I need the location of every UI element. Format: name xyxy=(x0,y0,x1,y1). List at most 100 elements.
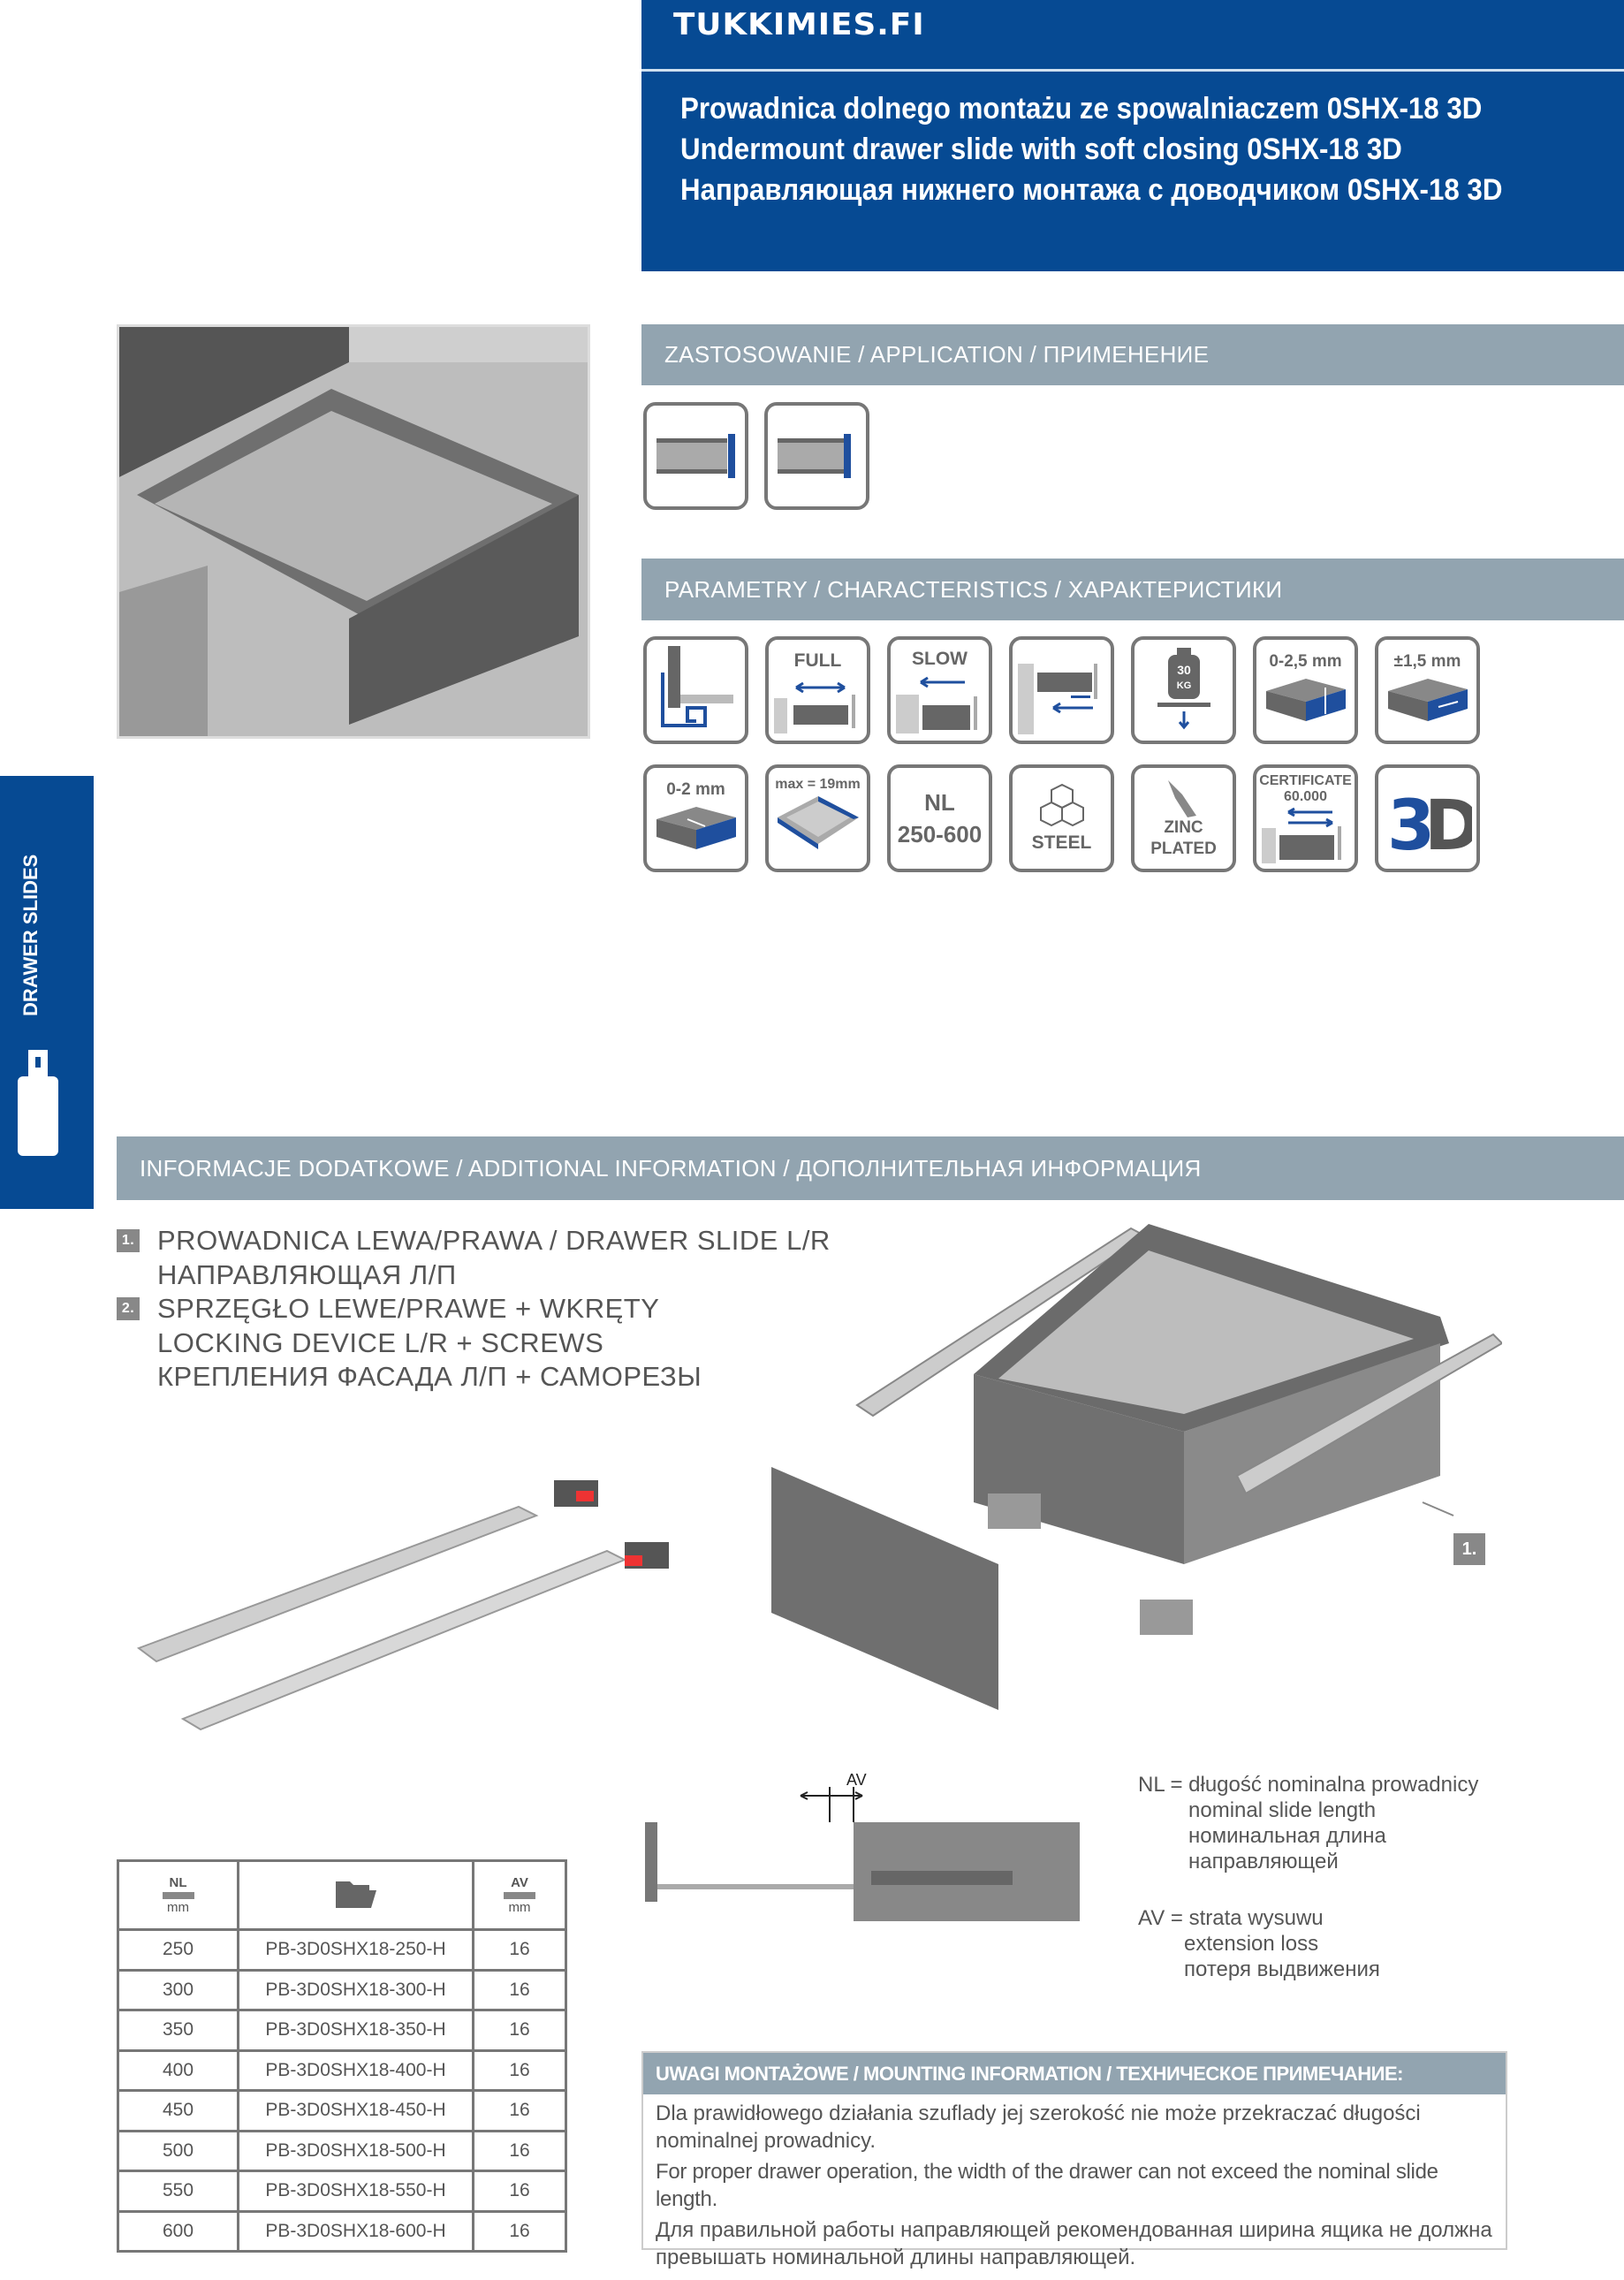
depth-adjust-label: 0-2 mm xyxy=(666,780,725,799)
list-item: 1. PROWADNICA LEWA/PRAWA / DRAWER SLIDE L… xyxy=(117,1224,831,1258)
drawer-slides-icon xyxy=(18,1050,58,1156)
av-header-label: AV xyxy=(511,1874,528,1890)
undermount-icon xyxy=(643,636,748,744)
slow-label: SLOW xyxy=(912,649,968,669)
code-header xyxy=(237,1859,474,1931)
additional-info-bar: INFORMACJE DODATKOWE / ADDITIONAL INFORM… xyxy=(117,1136,1624,1200)
legend-line: NL = długość nominalna prowadnicy xyxy=(1138,1773,1479,1797)
additional-title: INFORMACJE DODATKOWE / ADDITIONAL INFORM… xyxy=(140,1154,1202,1182)
brand-logo[interactable]: TUKKIMIES.FI xyxy=(673,7,925,42)
av-diagram-label: AV xyxy=(846,1771,867,1789)
application-title: ZASTOSOWANIE / APPLICATION / ПРИМЕНЕНИЕ xyxy=(664,341,1210,368)
certificate-label: CERTIFICATE xyxy=(1259,773,1352,788)
mounting-title: UWAGI MONTAŻOWE / MOUNTING INFORMATION /… xyxy=(643,2053,1506,2094)
mounting-text-en: For proper drawer operation, the width o… xyxy=(656,2160,1438,2211)
legend-line: nominal slide length xyxy=(1188,1798,1377,1822)
mounting-text-ru: Для правильной работы направляющей реком… xyxy=(656,2218,1492,2269)
mounting-info-box: UWAGI MONTAŻOWE / MOUNTING INFORMATION /… xyxy=(641,2051,1507,2269)
legend-line: номинальная длина xyxy=(1188,1824,1386,1848)
av-legend: AV = strata wysuwu extension loss потеря… xyxy=(1138,1905,1380,1982)
nominal-length-icon: NL 250-600 xyxy=(887,764,992,872)
nl-cell: 300 xyxy=(117,1968,239,2011)
steel-icon: STEEL xyxy=(1009,764,1114,872)
components-list: 1. PROWADNICA LEWA/PRAWA / DRAWER SLIDE L… xyxy=(117,1224,831,1395)
depth-adjust-icon: 0-2 mm xyxy=(643,764,748,872)
svg-text:D: D xyxy=(1424,787,1472,858)
steel-label: STEEL xyxy=(1031,832,1092,853)
ruler-icon xyxy=(162,1891,194,1899)
item-number-badge: 2. xyxy=(117,1297,140,1321)
divider xyxy=(641,69,1624,72)
nl-label: NL xyxy=(924,789,955,816)
side-thickness-label: max = 19mm xyxy=(775,777,861,792)
3d-icon: 3D xyxy=(1375,764,1480,872)
ruler-icon xyxy=(504,1891,535,1899)
av-cell: 16 xyxy=(472,1968,567,2011)
application-left-icon xyxy=(643,402,748,510)
legend-line: потеря выдвижения xyxy=(1184,1957,1380,1981)
profile-diagram xyxy=(645,1787,1080,1921)
application-bar: ZASTOSOWANIE / APPLICATION / ПРИМЕНЕНИЕ xyxy=(641,324,1624,385)
slides-illustration xyxy=(136,1480,669,1730)
list-line: LOCKING DEVICE L/R + SCREWS xyxy=(157,1326,604,1358)
side-thickness-icon: max = 19mm xyxy=(765,764,870,872)
av-header: AV mm xyxy=(472,1859,567,1931)
zinc-label: ZINC xyxy=(1164,818,1203,837)
av-cell: 16 xyxy=(472,2009,567,2052)
code-cell: PB-3D0SHX18-300-H xyxy=(237,1968,474,2011)
nl-header-label: NL xyxy=(169,1874,187,1890)
av-cell: 16 xyxy=(472,2170,567,2213)
code-cell: PB-3D0SHX18-450-H xyxy=(237,2089,474,2132)
product-titles: Prowadnica dolnego montażu ze spowalniac… xyxy=(680,88,1502,210)
nl-cell: 600 xyxy=(117,2209,239,2253)
list-item: 2.SPRZĘGŁO LEWE/PRAWE + WKRĘTY xyxy=(117,1292,831,1326)
mounting-text-pl: Dla prawidłowego działania szuflady jej … xyxy=(656,2101,1421,2153)
nl-cell: 500 xyxy=(117,2129,239,2172)
nl-cell: 450 xyxy=(117,2089,239,2132)
code-cell: PB-3D0SHX18-400-H xyxy=(237,2048,474,2092)
push-open-icon xyxy=(1009,636,1114,744)
unit-label: mm xyxy=(508,1899,531,1915)
code-cell: PB-3D0SHX18-500-H xyxy=(237,2129,474,2172)
code-cell: PB-3D0SHX18-550-H xyxy=(237,2170,474,2213)
application-right-icon xyxy=(764,402,869,510)
av-cell: 16 xyxy=(472,2048,567,2092)
plated-label: PLATED xyxy=(1150,840,1217,858)
height-adjust-label: 0-2,5 mm xyxy=(1269,652,1342,671)
nl-range: 250-600 xyxy=(897,821,983,847)
legend-line: extension loss xyxy=(1184,1932,1319,1956)
side-adjust-icon: ±1,5 mm xyxy=(1375,636,1480,744)
list-line: PROWADNICA LEWA/PRAWA / DRAWER SLIDE L/R xyxy=(157,1225,831,1256)
side-adjust-label: ±1,5 mm xyxy=(1393,652,1461,671)
svg-text:3: 3 xyxy=(1387,787,1435,858)
av-cell: 16 xyxy=(472,2129,567,2172)
certificate-icon: CERTIFICATE 60.000 xyxy=(1253,764,1358,872)
legend-line: AV = strata wysuwu xyxy=(1138,1906,1324,1930)
item-number-badge: 1. xyxy=(117,1229,140,1253)
side-tab-label: DRAWER SLIDES xyxy=(19,854,42,1016)
list-line: КРЕПЛЕНИЯ ФАСАДА Л/П + САМОРЕЗЫ xyxy=(157,1361,702,1392)
title-pl: Prowadnica dolnego montażu ze spowalniac… xyxy=(680,92,1483,125)
header-banner: TUKKIMIES.FI Prowadnica dolnego montażu … xyxy=(641,0,1624,271)
code-cell: PB-3D0SHX18-350-H xyxy=(237,2009,474,2052)
slow-close-icon: SLOW xyxy=(887,636,992,744)
side-tab-drawer-slides[interactable] xyxy=(0,776,94,1209)
product-photo xyxy=(117,324,590,739)
full-label: FULL xyxy=(793,650,842,671)
svg-text:KG: KG xyxy=(1176,680,1191,691)
nl-cell: 350 xyxy=(117,2009,239,2052)
nl-cell: 400 xyxy=(117,2048,239,2092)
parameters-title: PARAMETRY / CHARACTERISTICS / ХАРАКТЕРИС… xyxy=(664,575,1283,603)
parameters-bar: PARAMETRY / CHARACTERISTICS / ХАРАКТЕРИС… xyxy=(641,559,1624,620)
title-ru: Направляющая нижнего монтажа с доводчико… xyxy=(680,173,1503,207)
